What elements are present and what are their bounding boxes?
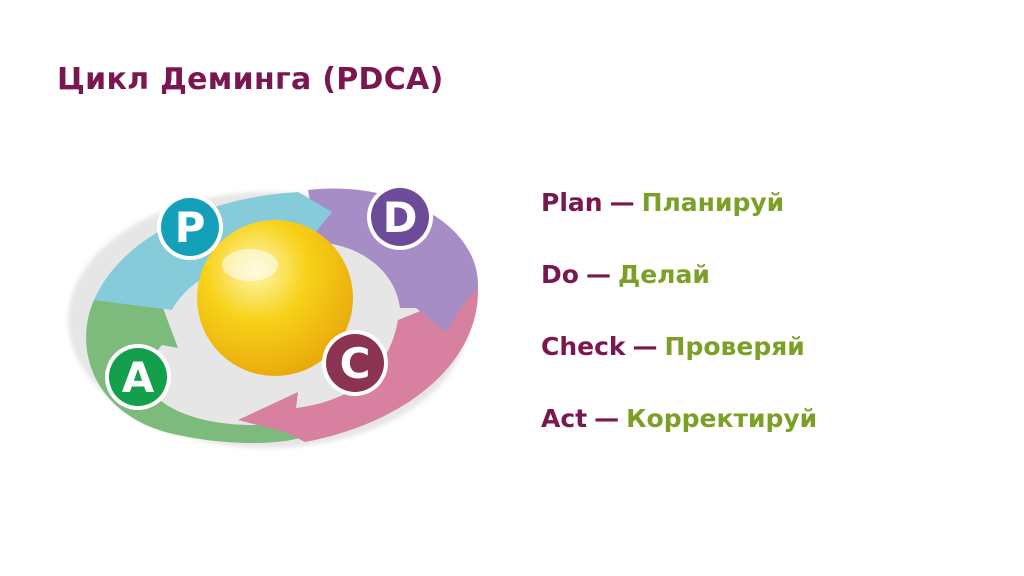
sphere-highlight [222,249,278,281]
plan-badge-letter: P [175,203,206,252]
legend-translation: Корректируй [626,404,818,433]
legend-separator: — [609,188,635,217]
legend-translation: Делай [617,260,710,289]
act-badge-letter: A [122,353,155,402]
legend-separator: — [594,404,620,433]
legend-term: Plan [541,188,603,217]
check-badge-letter: C [340,339,371,388]
pdca-cycle-diagram: P D C A [68,184,479,448]
legend-item-plan: Plan—Планируй [541,183,817,255]
legend-separator: — [585,260,611,289]
legend-item-act: Act—Корректируй [541,399,817,471]
do-badge-letter: D [383,193,418,242]
legend-term: Act [541,404,588,433]
legend-item-do: Do—Делай [541,255,817,327]
plan-badge: P [157,194,223,260]
pdca-legend: Plan—Планируй Do—Делай Check—Проверяй Ac… [541,183,817,471]
check-arrow [238,288,479,442]
legend-separator: — [632,332,658,361]
check-badge: C [322,330,388,396]
legend-term: Do [541,260,579,289]
act-badge: A [105,344,171,410]
legend-item-check: Check—Проверяй [541,327,817,399]
do-arrow [308,188,479,332]
legend-term: Check [541,332,626,361]
legend-translation: Планируй [641,188,785,217]
legend-translation: Проверяй [664,332,805,361]
do-badge: D [367,184,433,250]
slide-title: Цикл Деминга (PDCA) [57,62,444,97]
